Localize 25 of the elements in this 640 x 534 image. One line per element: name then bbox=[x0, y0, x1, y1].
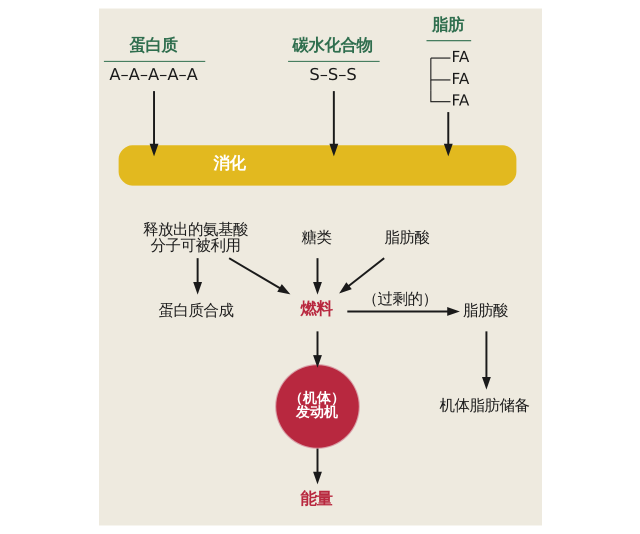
arrow bbox=[346, 307, 460, 316]
arrow bbox=[443, 112, 452, 156]
node-text: 燃料 bbox=[300, 299, 332, 318]
node-text: 能量 bbox=[300, 489, 332, 508]
node-text: 机体脂肪储备 bbox=[439, 396, 530, 415]
node-text: 脂肪 FA FA FA bbox=[431, 14, 469, 110]
node-circle: （机体）发动机 bbox=[274, 364, 360, 449]
node-text: 释放出的氨基酸分子可被利用 bbox=[142, 220, 248, 255]
arrow bbox=[312, 331, 322, 368]
arrow bbox=[312, 258, 322, 295]
node-text: 蛋白质合成 bbox=[158, 302, 233, 320]
node-text: 糖类 bbox=[301, 228, 332, 246]
edge-label: （过剩的） bbox=[362, 290, 438, 308]
arrow bbox=[328, 91, 338, 156]
node-text: 碳水化合物 S–S–S bbox=[292, 35, 372, 84]
node-text: 蛋白质 A–A–A–A–A bbox=[108, 35, 198, 84]
node-box: 消化 bbox=[118, 145, 516, 186]
arrow bbox=[312, 448, 322, 484]
arrow bbox=[228, 257, 290, 294]
node-text: 脂肪酸 bbox=[384, 228, 430, 246]
arrow bbox=[192, 258, 202, 295]
arrow bbox=[338, 257, 384, 294]
arrow bbox=[481, 331, 490, 390]
arrow bbox=[149, 91, 158, 156]
node-text: 脂肪酸 bbox=[462, 302, 508, 320]
